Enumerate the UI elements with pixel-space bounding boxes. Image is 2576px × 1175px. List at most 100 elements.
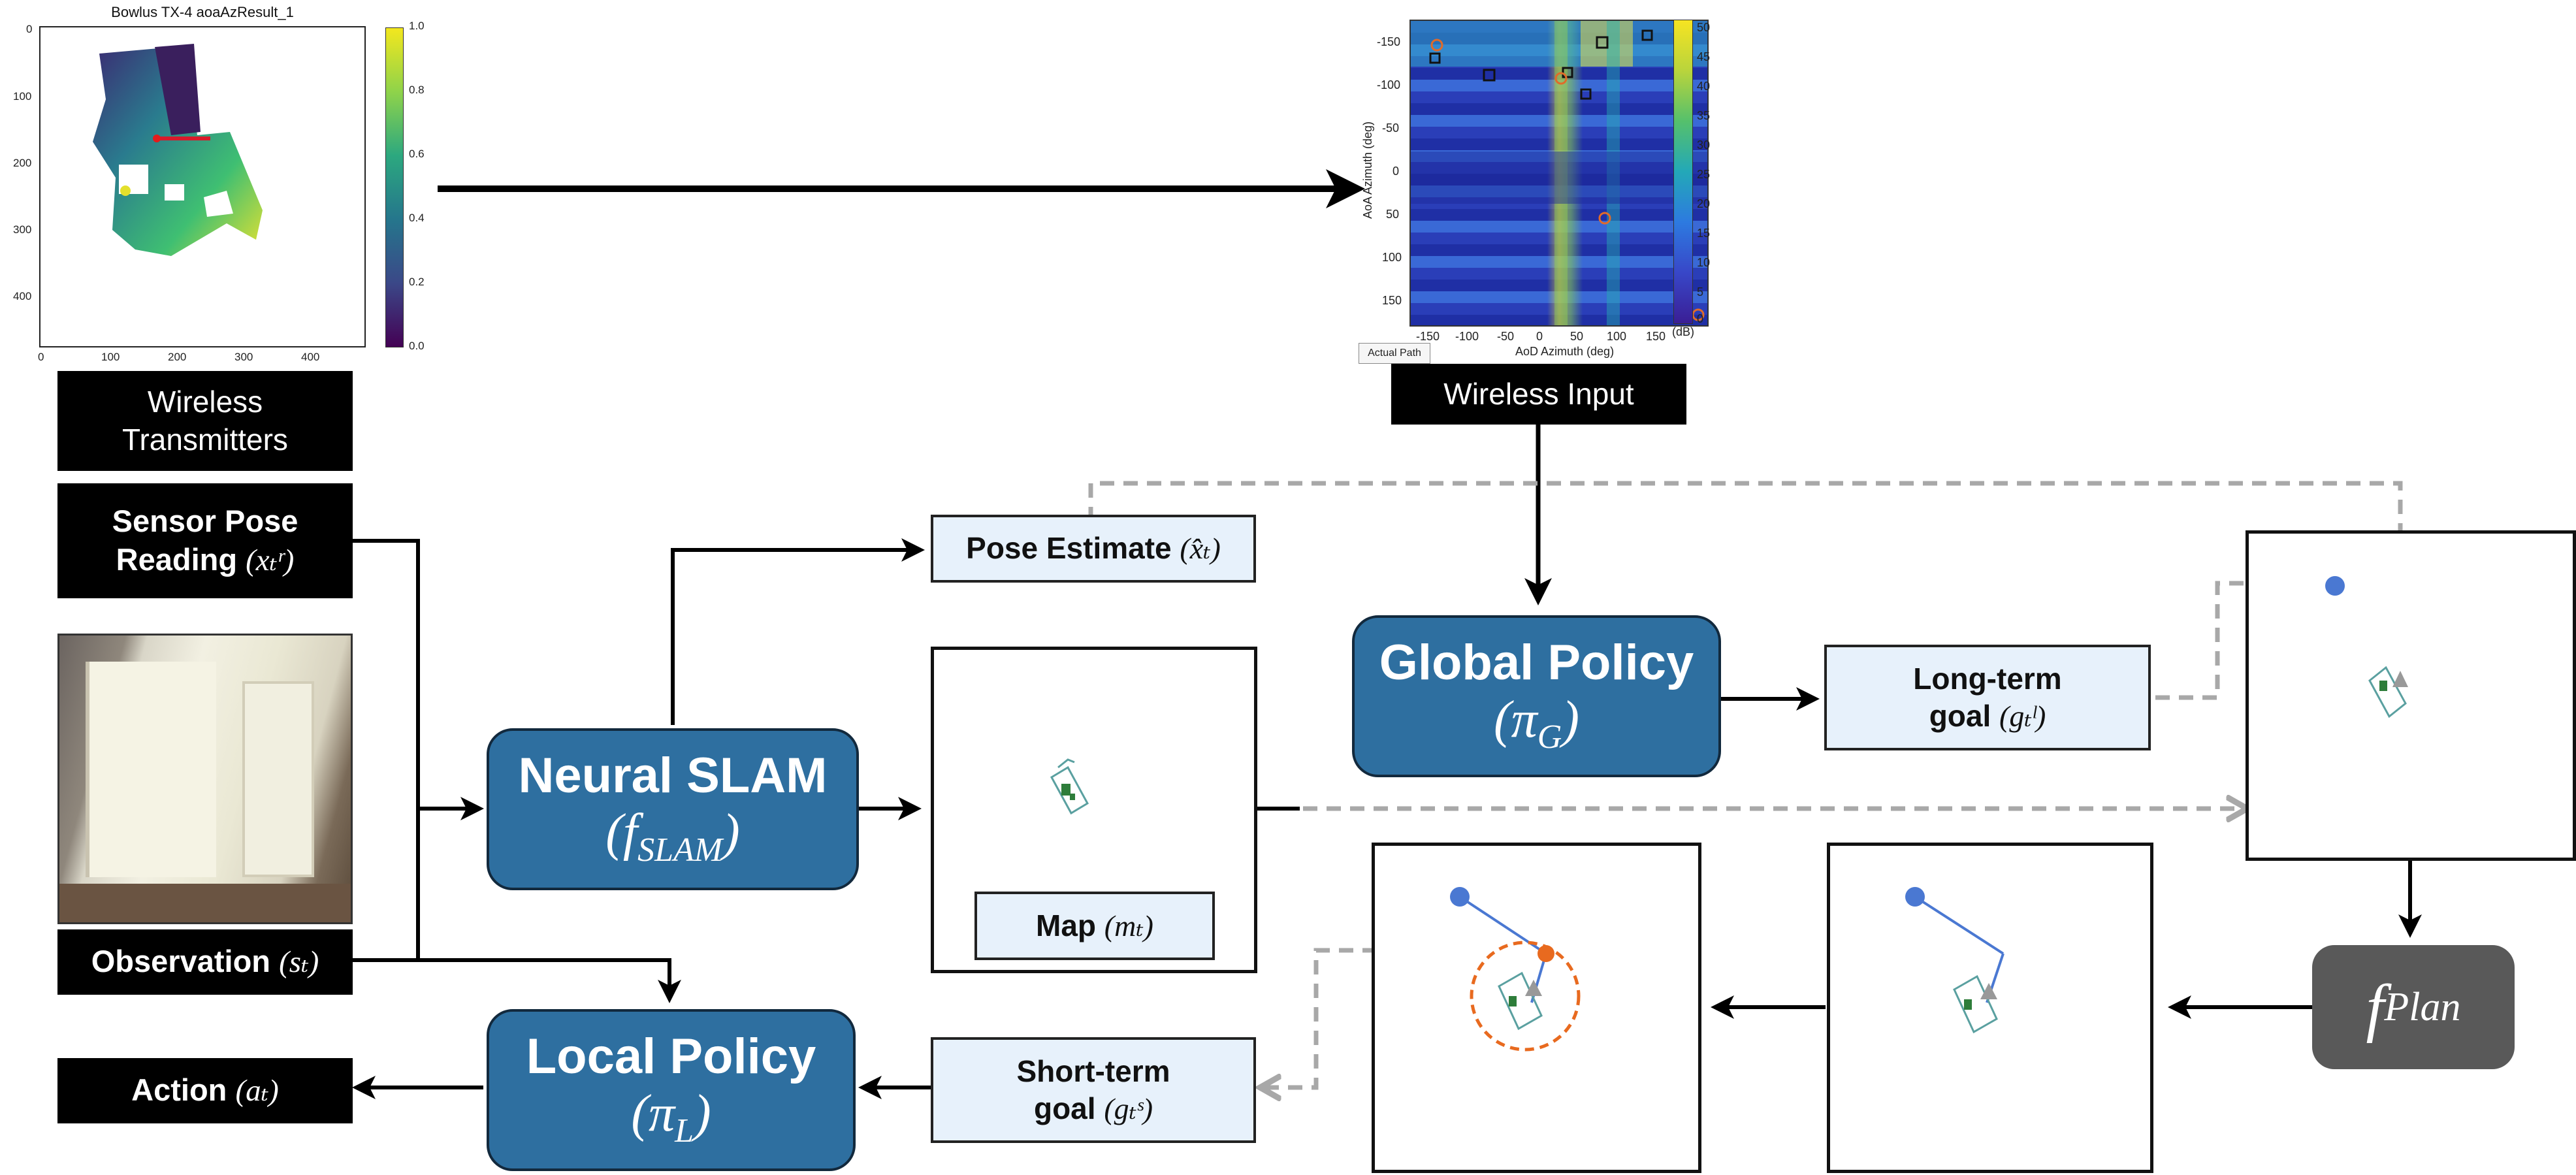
colorbar-tick: 35: [1697, 109, 1711, 122]
y-tick: 0: [1393, 165, 1400, 178]
y-tick: 50: [1386, 208, 1400, 221]
colorbar-tick: 0: [1697, 312, 1704, 325]
y-tick: -150: [1377, 35, 1401, 48]
y-tick: -100: [1377, 78, 1401, 91]
coverage-map-image: [93, 44, 263, 256]
local-policy-math: (πL): [631, 1084, 711, 1151]
line-sensor-to-bus: [353, 539, 420, 962]
math-open: (π: [631, 1085, 675, 1143]
colorbar-tick: 1.0: [409, 20, 425, 32]
wireless-transmitters-plot: Bowlus TX-4 aoaAzResult_1 0 100 200 300 …: [13, 4, 425, 363]
neural-slam-math: (fSLAM): [605, 803, 740, 870]
sensor-pose-reading: Sensor Pose Reading (xₜʳ): [57, 483, 353, 598]
global-policy-module: Global Policy (πG): [1352, 615, 1721, 777]
y-tick: 0: [26, 23, 33, 35]
x-tick: 100: [1607, 330, 1627, 343]
long-term-math: (gₜˡ): [1999, 700, 2046, 733]
global-policy-title: Global Policy: [1379, 634, 1694, 690]
y-tick: -50: [1382, 121, 1400, 135]
colorbar-tick: 25: [1697, 168, 1711, 181]
y-tick: 400: [13, 290, 32, 302]
plot-title: Bowlus TX-4 aoaAzResult_1: [111, 4, 294, 20]
math-close: ): [722, 804, 740, 862]
local-policy-title: Local Policy: [526, 1028, 816, 1084]
pose-estimate-box: Pose Estimate (x̂ₜ): [931, 515, 1256, 583]
math-close: ): [694, 1085, 711, 1143]
observation-math: (sₜ): [279, 945, 319, 980]
colorbar-unit: (dB): [1672, 325, 1695, 338]
colorbar-tick: 40: [1697, 80, 1711, 93]
y-tick: 100: [1382, 251, 1402, 264]
math-open: (f: [605, 804, 638, 862]
colorbar-tick: 0.6: [409, 148, 425, 160]
plot-axes: [39, 26, 366, 347]
math-open: (π: [1494, 691, 1538, 749]
x-tick: 150: [1646, 330, 1666, 343]
x-tick: 200: [168, 351, 187, 363]
neural-slam-title: Neural SLAM: [518, 747, 828, 803]
heatmap-markers: [1411, 21, 1707, 325]
long-term-goal-dot: [1450, 887, 1470, 907]
x-tick: 400: [301, 351, 320, 363]
math-subscript: SLAM: [637, 831, 723, 869]
long-term-goal-dot: [2325, 576, 2345, 596]
colorbar-tick: 20: [1697, 197, 1711, 210]
x-tick: -100: [1455, 330, 1479, 343]
local-policy-module: Local Policy (πL): [487, 1009, 856, 1171]
colorbar-tick: 30: [1697, 138, 1711, 152]
heatmap: [1409, 20, 1709, 327]
x-tick: -50: [1497, 330, 1515, 343]
short-term-line2: goal: [1033, 1091, 1096, 1125]
map-math: (mₜ): [1104, 909, 1153, 942]
x-tick: -150: [1416, 330, 1440, 343]
long-term-goal-box: Long-term goal (gₜˡ): [1824, 645, 2151, 750]
colorbar-tick: 45: [1697, 50, 1711, 63]
short-goal-map-frame: [1827, 843, 2153, 1173]
pose-estimate-math: (x̂ₜ): [1180, 532, 1221, 566]
y-tick: 150: [1382, 294, 1402, 307]
long-term-line2: goal: [1929, 699, 1991, 733]
wireless-input-label: Wireless Input: [1391, 364, 1686, 425]
local-region-circle: [1470, 941, 1581, 1052]
action-math: (aₜ): [235, 1074, 279, 1108]
x-tick: 300: [234, 351, 253, 363]
colorbar-tick: 0.4: [409, 212, 425, 224]
y-tick: 200: [13, 157, 32, 169]
observation-image: [57, 634, 353, 924]
map-frame: Map (mₜ): [931, 647, 1257, 973]
map-text: Map: [1036, 908, 1096, 942]
tab-actual-path[interactable]: Actual Path: [1359, 343, 1430, 364]
long-term-goal-dot: [1905, 887, 1925, 907]
x-axis-label: AoD Azimuth (deg): [1515, 345, 1615, 358]
colorbar-tick: 0.8: [409, 84, 425, 96]
planner-f: f: [2366, 971, 2385, 1044]
colorbar-tick: 50: [1697, 21, 1711, 34]
global-policy-math: (πG): [1494, 690, 1579, 757]
x-tick: 50: [1570, 330, 1584, 343]
short-goal-map: [1905, 887, 2004, 1034]
action-label: Action (aₜ): [57, 1058, 353, 1123]
math-subscript: G: [1537, 718, 1562, 756]
short-term-math: (gₜˢ): [1104, 1092, 1153, 1125]
colorbar-tick: 0.2: [409, 276, 425, 288]
map-label: Map (mₜ): [974, 892, 1215, 960]
colorbar-tick: 15: [1697, 227, 1711, 240]
colorbar: [1673, 20, 1693, 324]
observation-label: Observation (sₜ): [57, 929, 353, 995]
dashed-map2-to-short: [1261, 948, 1541, 1087]
colorbar-tick: 10: [1697, 256, 1711, 269]
dashed-goal-to-topmap: [2155, 583, 2325, 700]
long-term-line1: Long-term: [1913, 661, 2062, 696]
global-goal-map-frame: [2246, 530, 2576, 861]
action-text: Action: [131, 1072, 227, 1108]
math-close: ): [1562, 691, 1579, 749]
x-tick: 0: [1536, 330, 1543, 343]
wireless-input-plot: -150 -100 -50 0 50 100 150 AoD Azimuth (…: [1359, 13, 1724, 366]
map-floorplan-icon: [1050, 758, 1089, 815]
sensor-pose-math: (xₜʳ): [246, 543, 295, 577]
planner-subscript: Plan: [2384, 984, 2461, 1029]
y-tick: 100: [13, 90, 32, 103]
sensor-pose-text: Sensor Pose Reading: [112, 503, 298, 577]
neural-slam-module: Neural SLAM (fSLAM): [487, 728, 859, 890]
